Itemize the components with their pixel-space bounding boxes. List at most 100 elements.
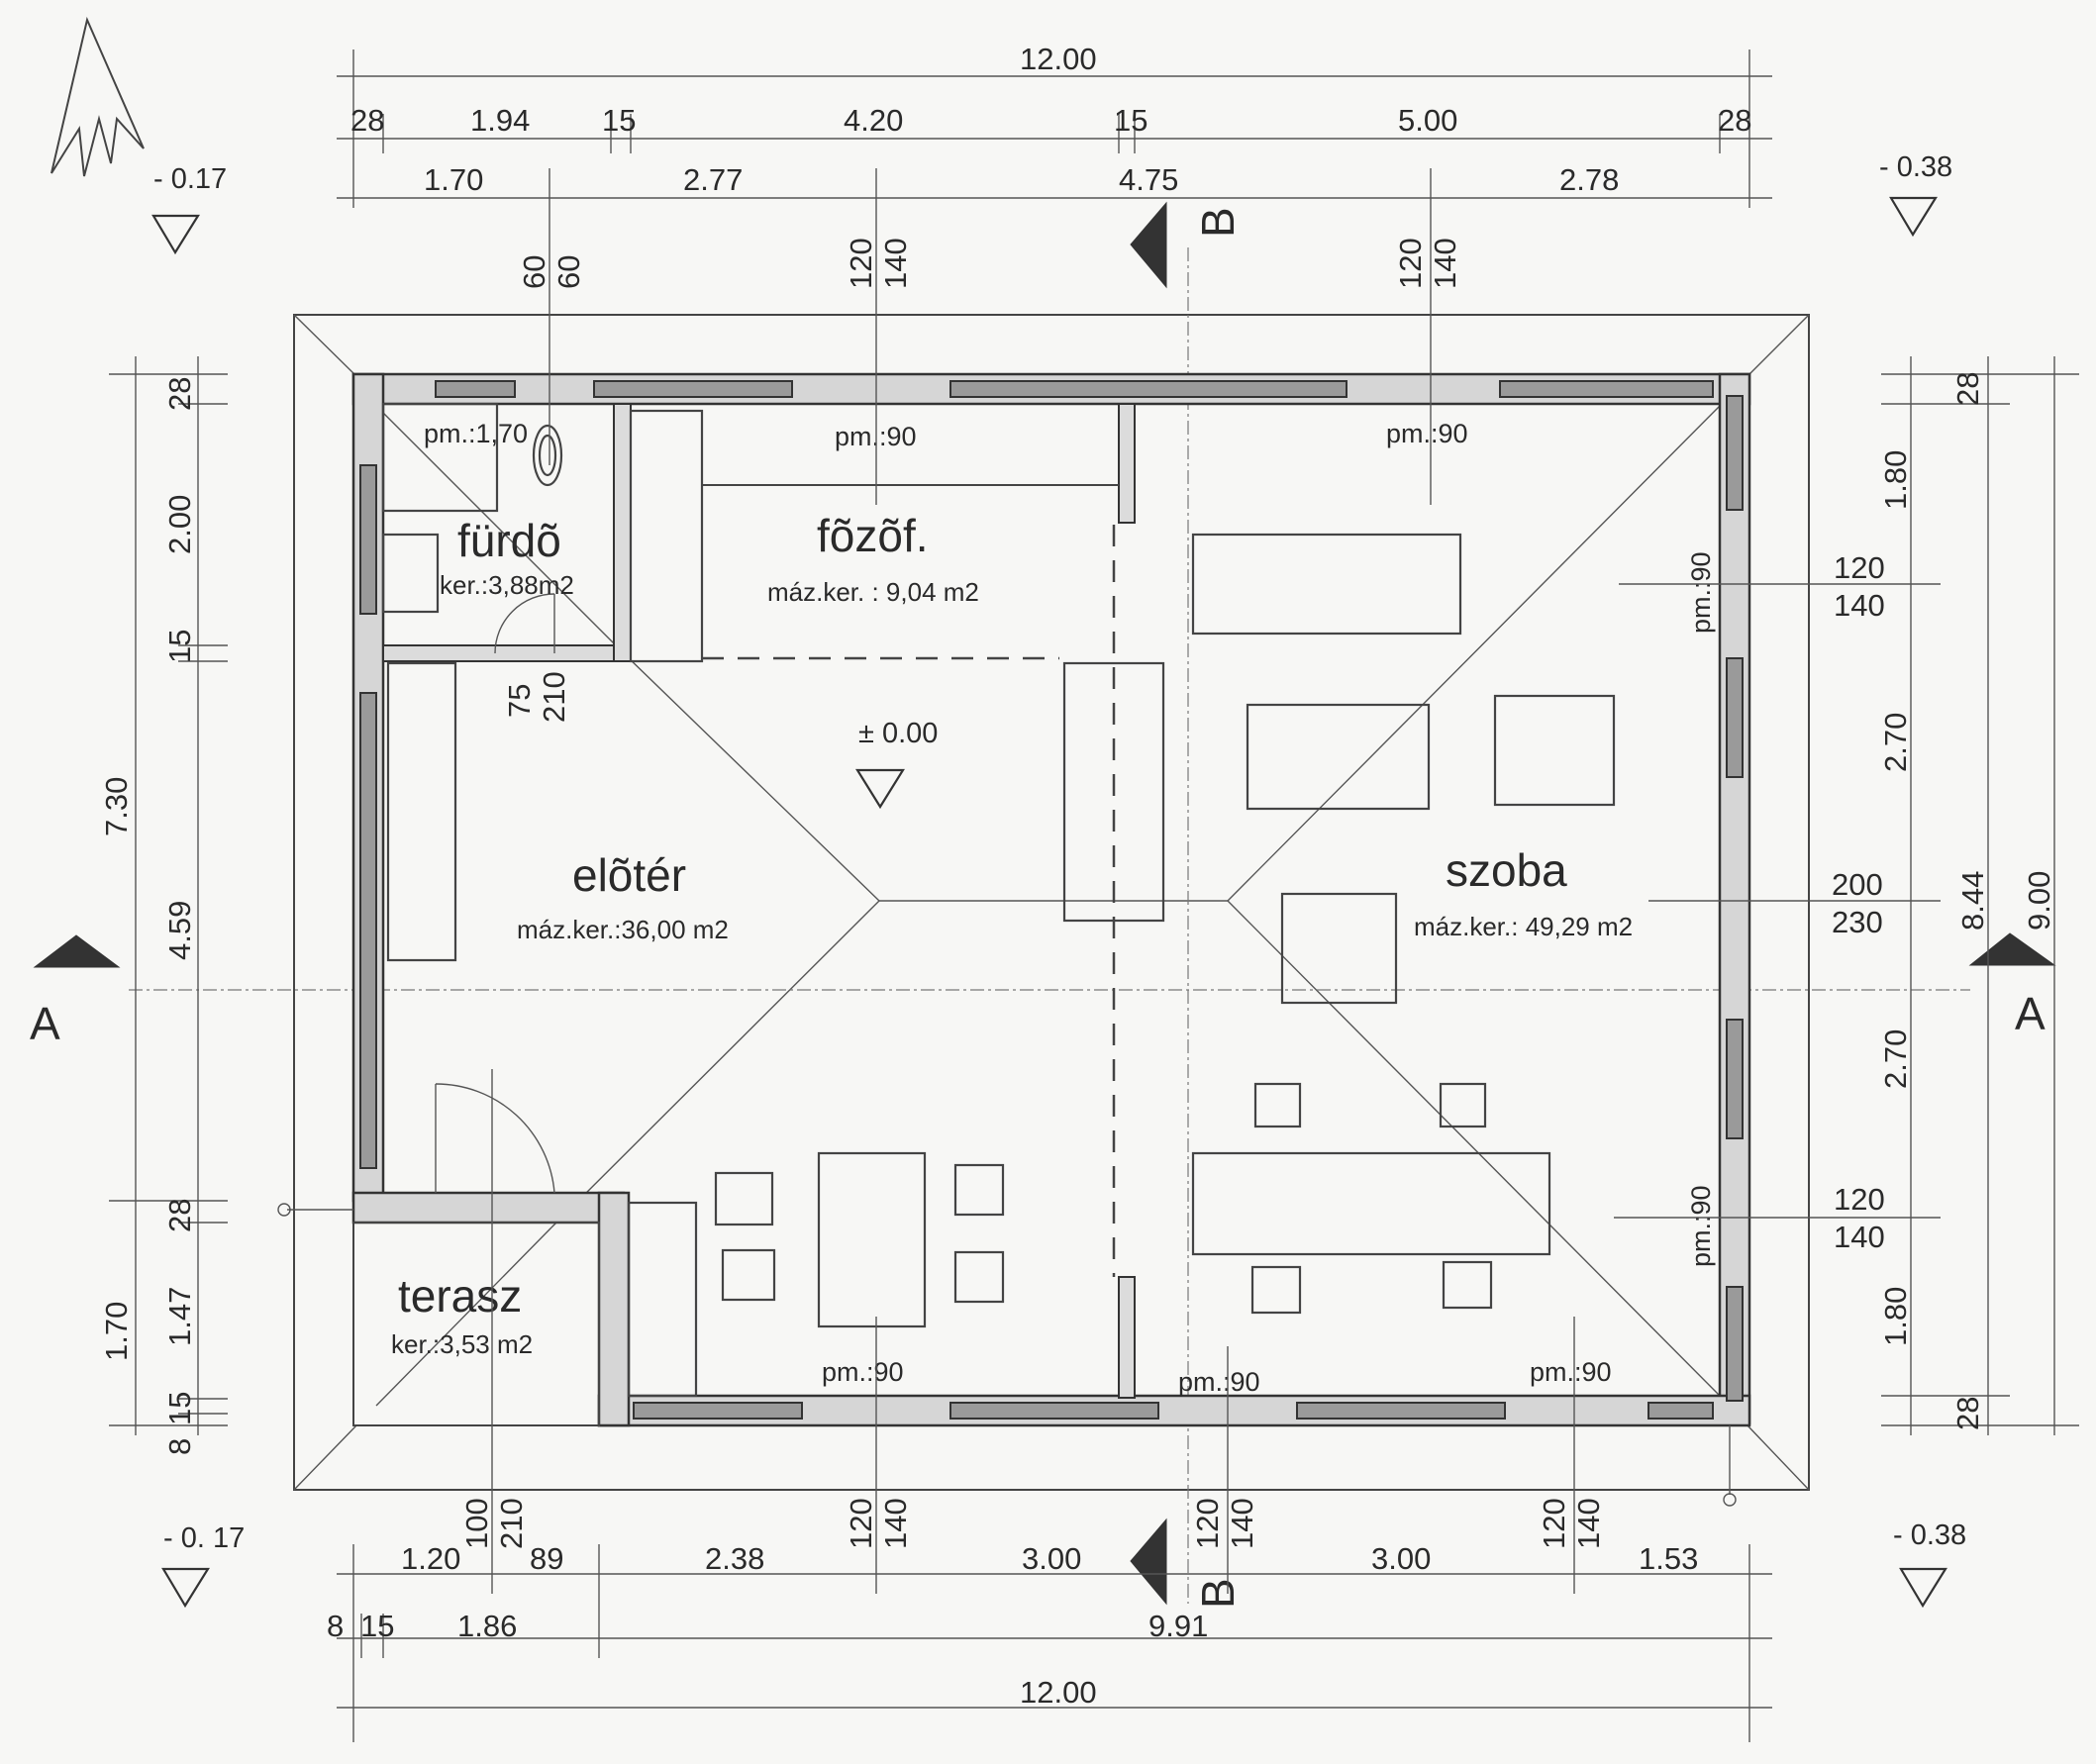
section-b-bottom-marker-icon bbox=[1130, 1518, 1167, 1606]
room-name-szoba: szoba bbox=[1446, 844, 1567, 896]
dim-top-opening: 120 bbox=[1393, 238, 1428, 289]
section-a-right-label: A bbox=[2015, 988, 2046, 1039]
dim-right-opening: 140 bbox=[1834, 1220, 1885, 1254]
dim-top-row3: 1.70 bbox=[424, 162, 483, 197]
dim-left-inner: 2.00 bbox=[162, 495, 197, 554]
level-marker-icon bbox=[1889, 196, 1938, 238]
dim-left-inner: 1.47 bbox=[162, 1287, 197, 1346]
level-marker-icon bbox=[855, 768, 905, 810]
dim-right-inner: 2.70 bbox=[1878, 1029, 1913, 1089]
dim-bottom-row1: 3.00 bbox=[1022, 1541, 1081, 1576]
dim-bottom-row1: 3.00 bbox=[1371, 1541, 1431, 1576]
pm-bottom-left: pm.:90 bbox=[822, 1357, 904, 1387]
dim-bottom-opening: 210 bbox=[494, 1498, 529, 1549]
dim-top-row2: 28 bbox=[350, 103, 384, 138]
pm-fozof: pm.:90 bbox=[835, 422, 917, 451]
room-area-fozof: máz.ker. : 9,04 m2 bbox=[767, 577, 979, 607]
dim-right-middle: 8.44 bbox=[1955, 871, 1990, 931]
section-a-right-marker-icon bbox=[1968, 932, 2056, 966]
pm-szoba-top: pm.:90 bbox=[1386, 419, 1468, 448]
room-name-eloter: elõtér bbox=[572, 849, 686, 901]
dim-top-row2: 15 bbox=[1114, 103, 1148, 138]
room-name-fozof: fõzõf. bbox=[817, 510, 929, 561]
dim-bottom-opening: 120 bbox=[844, 1498, 878, 1549]
dim-top-row2: 28 bbox=[1718, 103, 1751, 138]
dim-right-outer: 9.00 bbox=[2022, 871, 2056, 931]
section-markers: A A B B bbox=[30, 201, 2056, 1609]
dim-left-outer: 1.70 bbox=[99, 1302, 134, 1361]
dim-bottom-row2: 9.91 bbox=[1148, 1609, 1208, 1643]
dim-top-opening: 60 bbox=[551, 255, 586, 289]
furniture bbox=[714, 533, 1616, 1328]
bottom-dimensions: 1.20 89 2.38 3.00 3.00 1.53 8 15 1.86 9.… bbox=[327, 1069, 1772, 1742]
dim-top-row2: 15 bbox=[602, 103, 636, 138]
dim-top-row3: 4.75 bbox=[1119, 162, 1178, 197]
door-swings bbox=[435, 593, 555, 1194]
dim-bottom-opening: 140 bbox=[1571, 1498, 1606, 1549]
dim-bottom-opening: 100 bbox=[459, 1498, 494, 1549]
level-top-left: - 0.17 bbox=[153, 163, 227, 195]
dim-bottom-row1: 89 bbox=[530, 1541, 563, 1576]
right-dimensions: 9.00 8.44 28 1.80 2.70 2.70 1.80 28 120 … bbox=[1614, 356, 2079, 1435]
dim-bottom-row1: 2.38 bbox=[705, 1541, 764, 1576]
level-eloter: ± 0.00 bbox=[858, 718, 938, 749]
level-bottom-right: - 0.38 bbox=[1893, 1519, 1966, 1551]
room-area-terasz: ker.:3,53 m2 bbox=[391, 1329, 533, 1359]
pm-szoba-right-lower: pm.:90 bbox=[1686, 1185, 1716, 1267]
dim-right-opening: 200 bbox=[1832, 867, 1883, 902]
dim-bottom-row2: 15 bbox=[360, 1609, 394, 1643]
dim-left-outer: 7.30 bbox=[99, 777, 134, 836]
dim-bottom-opening: 120 bbox=[1190, 1498, 1225, 1549]
dim-top-opening: 140 bbox=[878, 238, 913, 289]
dim-top-row2: 1.94 bbox=[470, 103, 530, 138]
toilet-icon bbox=[532, 424, 563, 487]
dim-right-opening: 140 bbox=[1834, 588, 1885, 623]
dim-bottom-overall: 12.00 bbox=[1020, 1675, 1097, 1710]
dim-left-inner: 15 bbox=[162, 630, 197, 663]
dim-right-inner: 2.70 bbox=[1878, 713, 1913, 772]
dim-left-inner: 8 bbox=[162, 1438, 197, 1455]
dim-top-row3: 2.77 bbox=[683, 162, 743, 197]
dim-top-row2: 4.20 bbox=[844, 103, 903, 138]
section-a-left-marker-icon bbox=[33, 934, 121, 968]
dim-bottom-row1: 1.20 bbox=[401, 1541, 460, 1576]
room-name-furdo: fürdõ bbox=[457, 515, 561, 566]
top-dimensions: 12.00 28 1.94 15 4.20 15 5.00 28 1.70 2.… bbox=[337, 42, 1772, 505]
room-area-szoba: máz.ker.: 49,29 m2 bbox=[1414, 912, 1633, 941]
section-b-bottom-label: B bbox=[1192, 1578, 1244, 1609]
level-bottom-left: - 0. 17 bbox=[163, 1522, 245, 1554]
pm-szoba-right-upper: pm.:90 bbox=[1686, 551, 1716, 634]
dim-bottom-row2: 8 bbox=[327, 1609, 344, 1643]
section-b-top-label: B bbox=[1192, 207, 1244, 238]
section-b-top-marker-icon bbox=[1130, 201, 1167, 289]
dim-top-row2: 5.00 bbox=[1398, 103, 1457, 138]
dim-bottom-opening: 120 bbox=[1537, 1498, 1571, 1549]
dim-right-inner: 1.80 bbox=[1878, 1287, 1913, 1346]
dim-top-opening: 140 bbox=[1428, 238, 1462, 289]
pm-bottom-right: pm.:90 bbox=[1530, 1357, 1612, 1387]
dim-top-overall: 12.00 bbox=[1020, 42, 1097, 76]
dim-left-inner: 15 bbox=[162, 1392, 197, 1425]
room-area-furdo: ker.:3,88m2 bbox=[440, 570, 574, 600]
level-marker-icon bbox=[161, 1567, 210, 1609]
dim-right-opening: 230 bbox=[1832, 905, 1883, 939]
section-a-left-label: A bbox=[30, 998, 60, 1049]
dim-right-inner: 1.80 bbox=[1878, 450, 1913, 510]
dim-top-row3: 2.78 bbox=[1559, 162, 1619, 197]
room-name-terasz: terasz bbox=[398, 1270, 522, 1322]
dim-top-opening: 60 bbox=[517, 255, 551, 289]
level-marker-icon bbox=[1899, 1567, 1947, 1609]
dim-left-inner: 28 bbox=[162, 377, 197, 411]
dim-left-door: 75 bbox=[502, 684, 537, 718]
left-dimensions: 7.30 1.70 28 2.00 15 4.59 28 1.47 15 8 7… bbox=[99, 356, 571, 1455]
roof-outline bbox=[293, 314, 1810, 1491]
dim-bottom-opening: 140 bbox=[1225, 1498, 1259, 1549]
north-arrow-icon bbox=[50, 16, 145, 177]
dim-bottom-row2: 1.86 bbox=[457, 1609, 517, 1643]
dim-right-opening: 120 bbox=[1834, 1182, 1885, 1217]
dim-left-inner: 28 bbox=[162, 1199, 197, 1232]
pm-bottom-center: pm.:90 bbox=[1178, 1367, 1260, 1397]
level-marks: - 0.17 - 0.38 - 0. 17 - 0.38 bbox=[151, 151, 1966, 1609]
pm-furdo: pm.:1,70 bbox=[424, 419, 528, 448]
